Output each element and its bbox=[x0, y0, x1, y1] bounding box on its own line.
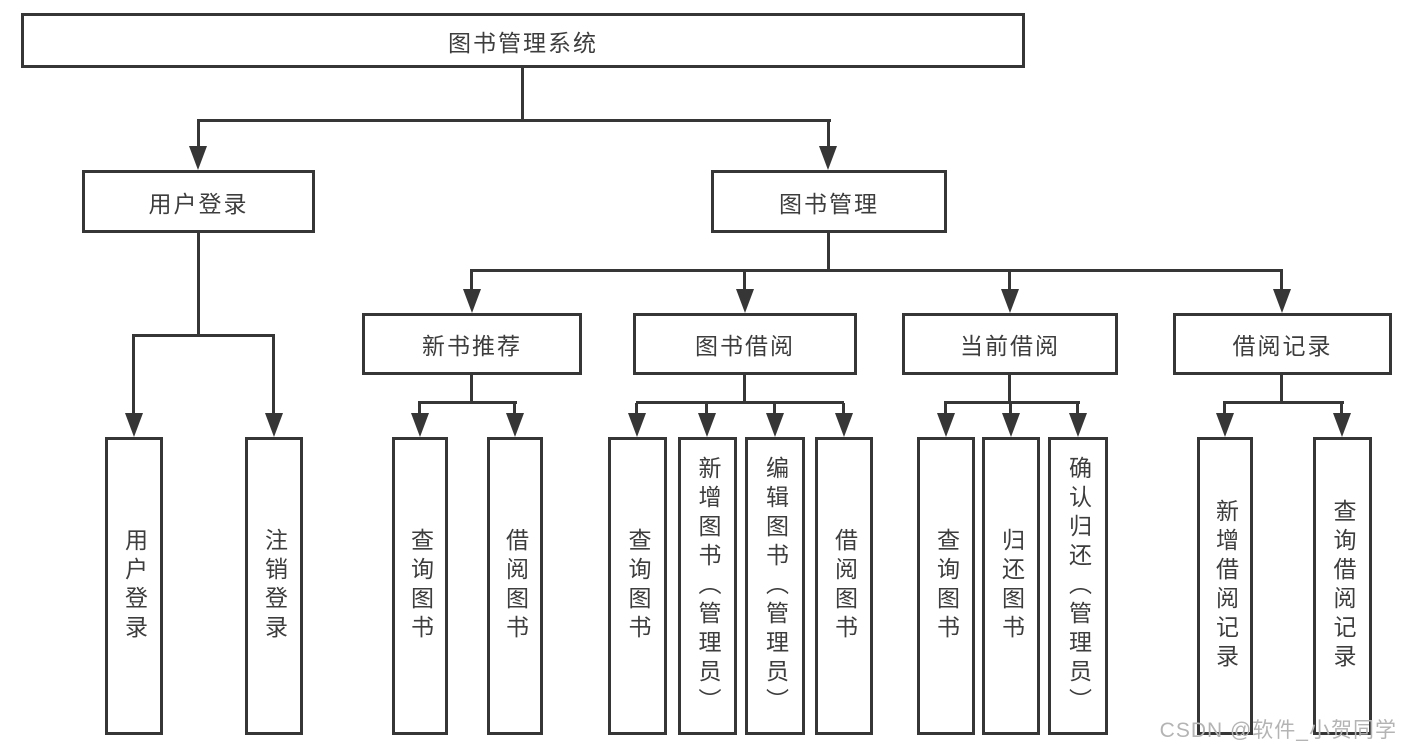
node-current-borrow: 当前借阅 bbox=[902, 313, 1118, 375]
node-book-borrow: 图书借阅 bbox=[633, 313, 857, 375]
node-bb-edit-books: 编辑图书（管理员） bbox=[745, 437, 805, 735]
watermark-text: CSDN @软件_小贺同学 bbox=[1159, 719, 1397, 742]
connector-line bbox=[743, 271, 746, 291]
node-current-borrow-label: 当前借阅 bbox=[960, 333, 1060, 359]
node-logout: 注销登录 bbox=[245, 437, 303, 735]
arrow-down-icon bbox=[265, 413, 283, 437]
arrow-down-icon bbox=[125, 413, 143, 437]
node-login: 用户登录 bbox=[105, 437, 163, 735]
node-borrow-records-label: 借阅记录 bbox=[1232, 333, 1333, 359]
node-user-login-label: 用户登录 bbox=[148, 190, 249, 217]
connector-line bbox=[197, 232, 200, 336]
connector-line bbox=[705, 403, 708, 417]
node-new-book-rec: 新书推荐 bbox=[362, 313, 582, 375]
node-nbr-borrow-books: 借阅图书 bbox=[487, 437, 543, 735]
connector-line bbox=[773, 403, 776, 417]
arrow-down-icon bbox=[1001, 289, 1019, 313]
connector-line bbox=[513, 403, 516, 417]
node-bb-edit-books-label: 编辑图书（管理员） bbox=[762, 455, 789, 717]
node-br-add-record: 新增借阅记录 bbox=[1197, 437, 1253, 735]
arrow-down-icon bbox=[463, 289, 481, 313]
connector-line bbox=[1008, 374, 1011, 403]
node-new-book-rec-label: 新书推荐 bbox=[422, 333, 522, 359]
connector-line bbox=[1008, 271, 1011, 291]
node-bb-borrow-books-label: 借阅图书 bbox=[831, 528, 858, 644]
connector-line bbox=[1223, 403, 1226, 417]
node-user-login: 用户登录 bbox=[82, 170, 315, 233]
connector-line bbox=[827, 232, 830, 272]
arrow-down-icon bbox=[819, 146, 837, 170]
node-br-add-record-label: 新增借阅记录 bbox=[1212, 499, 1239, 673]
connector-line bbox=[944, 403, 947, 417]
arrow-down-icon bbox=[189, 146, 207, 170]
connector-line bbox=[944, 401, 1080, 404]
connector-line bbox=[635, 403, 638, 417]
arrow-down-icon bbox=[411, 413, 429, 437]
node-book-mgmt: 图书管理 bbox=[711, 170, 947, 233]
node-cb-confirm-return-label: 确认归还（管理员） bbox=[1065, 455, 1092, 717]
node-nbr-borrow-books-label: 借阅图书 bbox=[502, 528, 529, 644]
connector-line bbox=[132, 336, 135, 416]
arrow-down-icon bbox=[506, 413, 524, 437]
node-cb-query-books: 查询图书 bbox=[917, 437, 975, 735]
node-bb-add-books: 新增图书（管理员） bbox=[678, 437, 737, 735]
connector-line bbox=[470, 269, 1283, 272]
node-login-label: 用户登录 bbox=[121, 528, 148, 644]
node-nbr-query-books: 查询图书 bbox=[392, 437, 448, 735]
node-logout-label: 注销登录 bbox=[261, 528, 288, 644]
connector-line bbox=[1076, 403, 1079, 417]
node-br-query-record-label: 查询借阅记录 bbox=[1330, 499, 1356, 673]
arrow-down-icon bbox=[1333, 413, 1351, 437]
node-root-label: 图书管理系统 bbox=[448, 29, 598, 56]
connector-line bbox=[827, 121, 830, 149]
connector-line bbox=[1340, 403, 1343, 417]
connector-line bbox=[743, 374, 746, 403]
arrow-down-icon bbox=[736, 289, 754, 313]
arrow-down-icon bbox=[766, 413, 784, 437]
node-bb-borrow-books: 借阅图书 bbox=[815, 437, 873, 735]
arrow-down-icon bbox=[698, 413, 716, 437]
node-cb-return-books-label: 归还图书 bbox=[998, 528, 1025, 644]
arrow-down-icon bbox=[1069, 413, 1087, 437]
node-br-query-record: 查询借阅记录 bbox=[1313, 437, 1372, 735]
connector-line bbox=[1280, 271, 1283, 291]
node-bb-query-books-label: 查询图书 bbox=[625, 528, 651, 644]
node-cb-query-books-label: 查询图书 bbox=[933, 528, 960, 644]
node-root: 图书管理系统 bbox=[21, 13, 1025, 68]
arrow-down-icon bbox=[937, 413, 955, 437]
connector-line bbox=[418, 403, 421, 417]
connector-line bbox=[132, 334, 275, 337]
arrow-down-icon bbox=[1273, 289, 1291, 313]
node-cb-confirm-return: 确认归还（管理员） bbox=[1048, 437, 1108, 735]
connector-line bbox=[418, 401, 517, 404]
connector-line bbox=[521, 66, 524, 122]
connector-line bbox=[470, 271, 473, 291]
node-bb-query-books: 查询图书 bbox=[608, 437, 667, 735]
node-cb-return-books: 归还图书 bbox=[982, 437, 1040, 735]
arrow-down-icon bbox=[1002, 413, 1020, 437]
connector-line bbox=[272, 336, 275, 416]
node-book-borrow-label: 图书借阅 bbox=[695, 333, 795, 359]
connector-line bbox=[197, 119, 831, 122]
node-nbr-query-books-label: 查询图书 bbox=[407, 528, 434, 644]
connector-line bbox=[470, 374, 473, 403]
arrow-down-icon bbox=[835, 413, 853, 437]
connector-line bbox=[1223, 401, 1344, 404]
arrow-down-icon bbox=[1216, 413, 1234, 437]
arrow-down-icon bbox=[628, 413, 646, 437]
node-borrow-records: 借阅记录 bbox=[1173, 313, 1392, 375]
connector-line bbox=[636, 401, 844, 404]
connector-line bbox=[1009, 403, 1012, 417]
connector-line bbox=[1280, 374, 1283, 403]
node-book-mgmt-label: 图书管理 bbox=[779, 190, 879, 217]
connector-line bbox=[197, 121, 200, 149]
node-bb-add-books-label: 新增图书（管理员） bbox=[695, 455, 721, 717]
connector-line bbox=[842, 403, 845, 417]
